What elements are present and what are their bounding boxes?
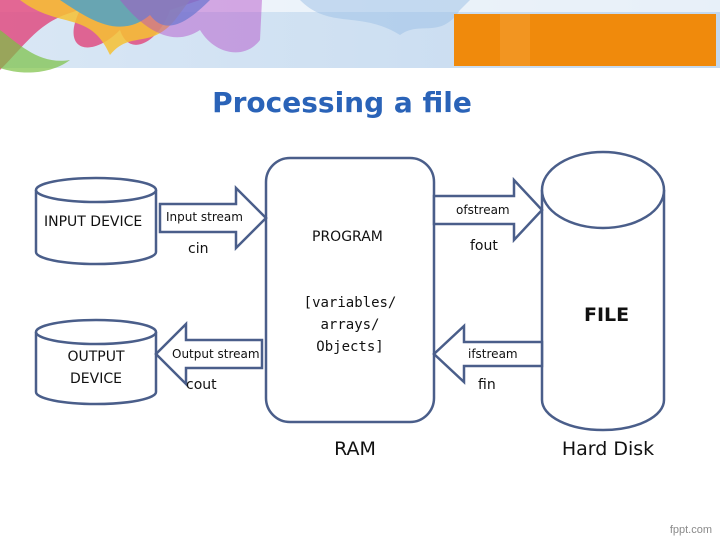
footer-brand: fppt.com	[669, 524, 712, 536]
decorative-banner	[0, 0, 720, 73]
program-contents-line1: [variables/	[303, 295, 397, 311]
fin-label: fin	[478, 377, 496, 393]
cout-label: cout	[186, 377, 217, 393]
slide-title: Processing a file	[212, 86, 472, 119]
program-contents-line3: Objects]	[316, 339, 384, 355]
hard-disk-label: Hard Disk	[561, 438, 655, 460]
ifstream-label: ifstream	[468, 347, 518, 361]
output-device-label: OUTPUT DEVICE	[46, 346, 146, 390]
output-device-label-line1: OUTPUT	[67, 349, 125, 365]
output-stream-label: Output stream	[172, 347, 260, 361]
cin-label: cin	[188, 241, 209, 257]
ofstream-arrow	[432, 176, 544, 244]
output-stream-arrow	[154, 320, 264, 388]
input-stream-label: Input stream	[166, 210, 243, 224]
ram-label: RAM	[334, 438, 376, 460]
hard-disk-cylinder	[540, 150, 666, 432]
input-stream-arrow	[158, 184, 268, 252]
ifstream-arrow	[432, 323, 544, 385]
fout-label: fout	[470, 238, 498, 254]
program-label: PROGRAM	[312, 229, 383, 245]
output-device-cylinder	[34, 318, 158, 406]
program-contents: [variables/ arrays/ Objects]	[290, 292, 410, 358]
input-device-cylinder	[34, 176, 158, 266]
file-label: FILE	[584, 304, 630, 326]
program-box	[264, 156, 436, 424]
program-contents-line2: arrays/	[320, 317, 380, 333]
output-device-label-line2: DEVICE	[70, 371, 122, 387]
input-device-label: INPUT DEVICE	[44, 214, 143, 230]
ofstream-label: ofstream	[456, 203, 510, 217]
